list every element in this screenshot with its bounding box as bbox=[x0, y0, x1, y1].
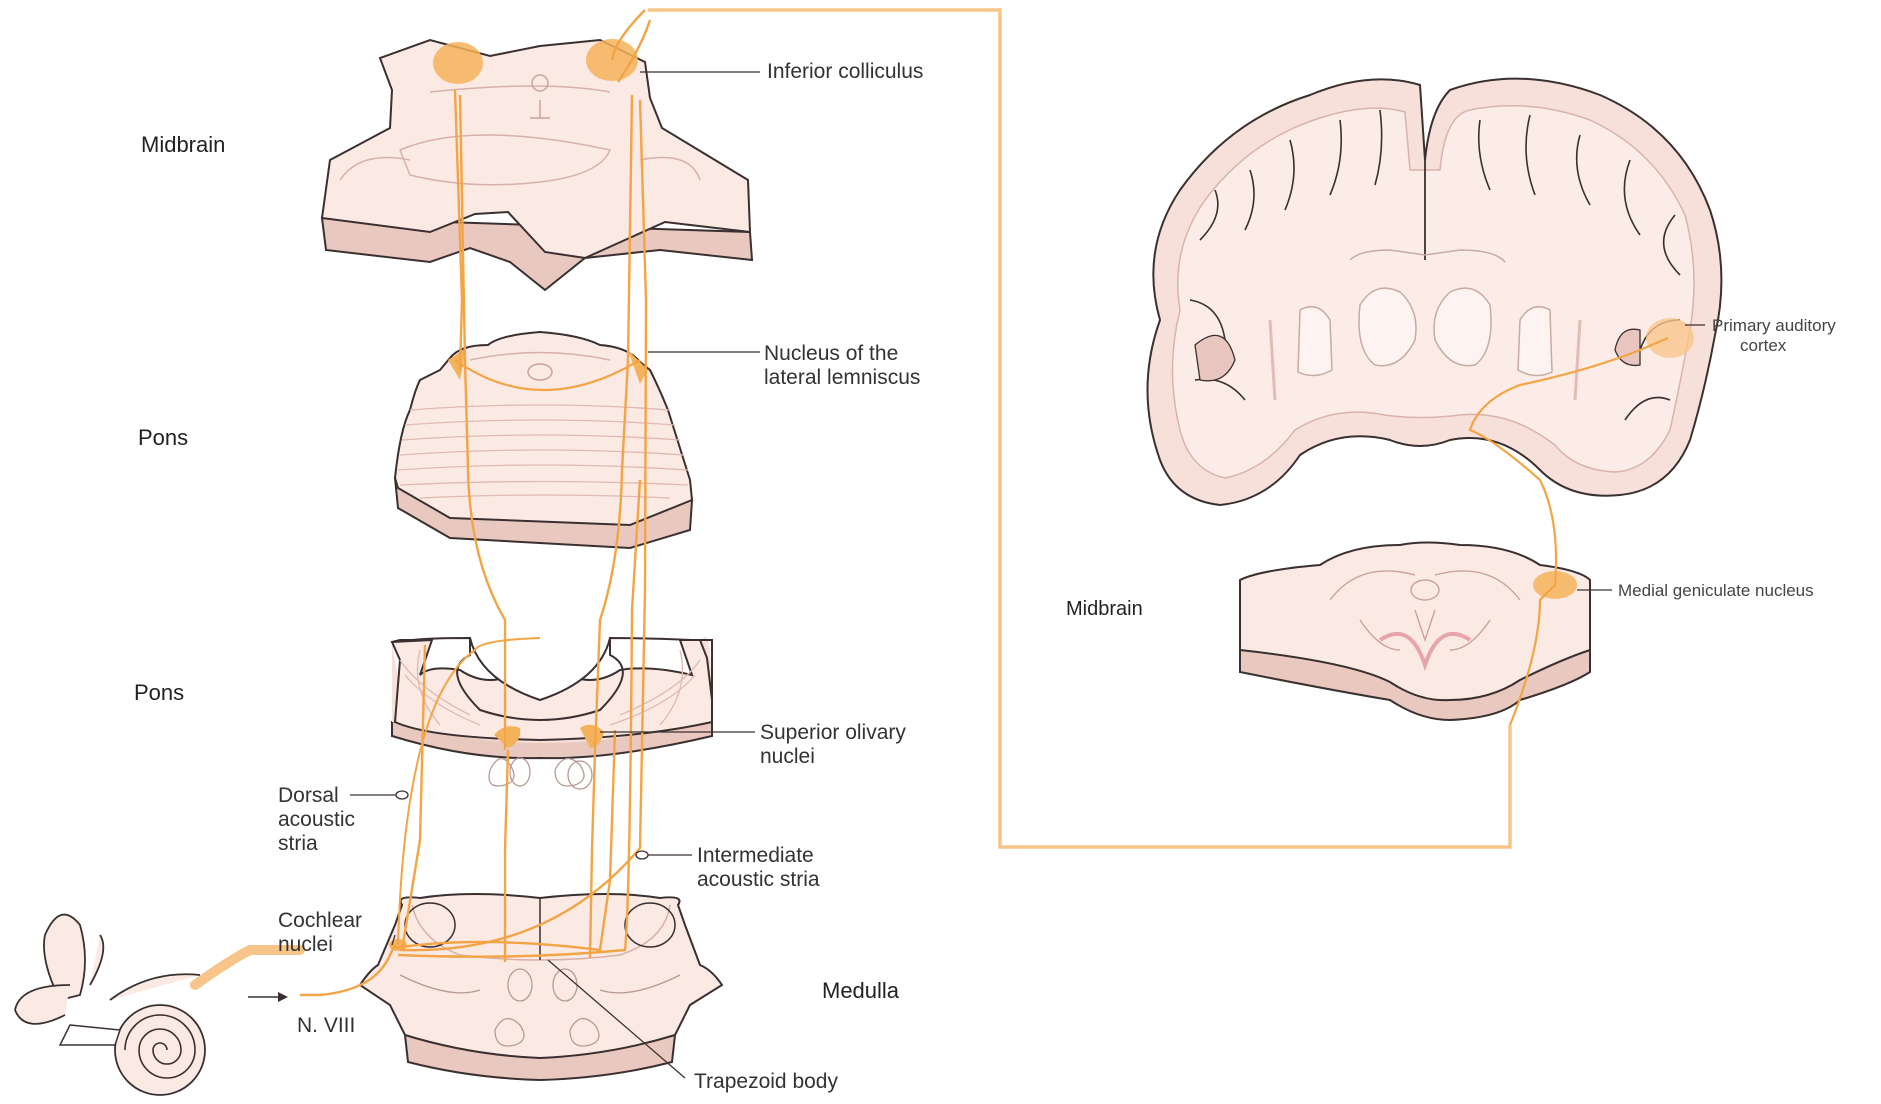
label-superior-olivary-line1: Superior olivary bbox=[760, 721, 906, 745]
label-pons-upper: Pons bbox=[138, 425, 188, 450]
label-intermediate-line2: acoustic stria bbox=[697, 868, 820, 892]
label-dorsal-line3: stria bbox=[278, 832, 355, 856]
label-cochlear-line1: Cochlear bbox=[278, 909, 362, 933]
medulla-section bbox=[360, 894, 722, 1080]
label-midbrain-right: Midbrain bbox=[1066, 598, 1143, 621]
label-pac-line1: Primary auditory bbox=[1712, 316, 1836, 336]
label-n-viii: N. VIII bbox=[297, 1014, 355, 1038]
label-pons-lower: Pons bbox=[134, 680, 184, 705]
label-lateral-lemniscus-line2: lateral lemniscus bbox=[764, 366, 920, 390]
label-midbrain-top: Midbrain bbox=[141, 132, 225, 157]
label-intermediate-line1: Intermediate bbox=[697, 844, 820, 868]
pons-lower-section bbox=[392, 637, 712, 789]
inferior-colliculus-left bbox=[433, 42, 483, 84]
label-inferior-colliculus: Inferior colliculus bbox=[767, 60, 923, 84]
label-intermediate-acoustic-stria: Intermediate acoustic stria bbox=[697, 844, 820, 892]
label-lateral-lemniscus: Nucleus of the lateral lemniscus bbox=[764, 342, 920, 390]
label-lateral-lemniscus-line1: Nucleus of the bbox=[764, 342, 920, 366]
inner-ear-illustration bbox=[15, 915, 300, 1095]
primary-auditory-cortex-region bbox=[1646, 318, 1694, 358]
label-superior-olivary-line2: nuclei bbox=[760, 745, 906, 769]
label-dorsal-line1: Dorsal bbox=[278, 784, 355, 808]
label-dorsal-line2: acoustic bbox=[278, 808, 355, 832]
pons-upper-section bbox=[395, 332, 692, 548]
label-medial-geniculate: Medial geniculate nucleus bbox=[1618, 581, 1814, 601]
label-cochlear-line2: nuclei bbox=[278, 933, 362, 957]
label-medulla: Medulla bbox=[822, 978, 899, 1003]
label-pac-line2: cortex bbox=[1712, 336, 1836, 356]
label-cochlear-nuclei: Cochlear nuclei bbox=[278, 909, 362, 957]
label-superior-olivary: Superior olivary nuclei bbox=[760, 721, 906, 769]
midbrain-section bbox=[322, 39, 752, 290]
label-trapezoid-body: Trapezoid body bbox=[694, 1070, 838, 1094]
label-primary-auditory-cortex: Primary auditory cortex bbox=[1712, 316, 1836, 355]
coronal-cerebrum bbox=[1148, 79, 1722, 505]
label-dorsal-acoustic-stria: Dorsal acoustic stria bbox=[278, 784, 355, 856]
